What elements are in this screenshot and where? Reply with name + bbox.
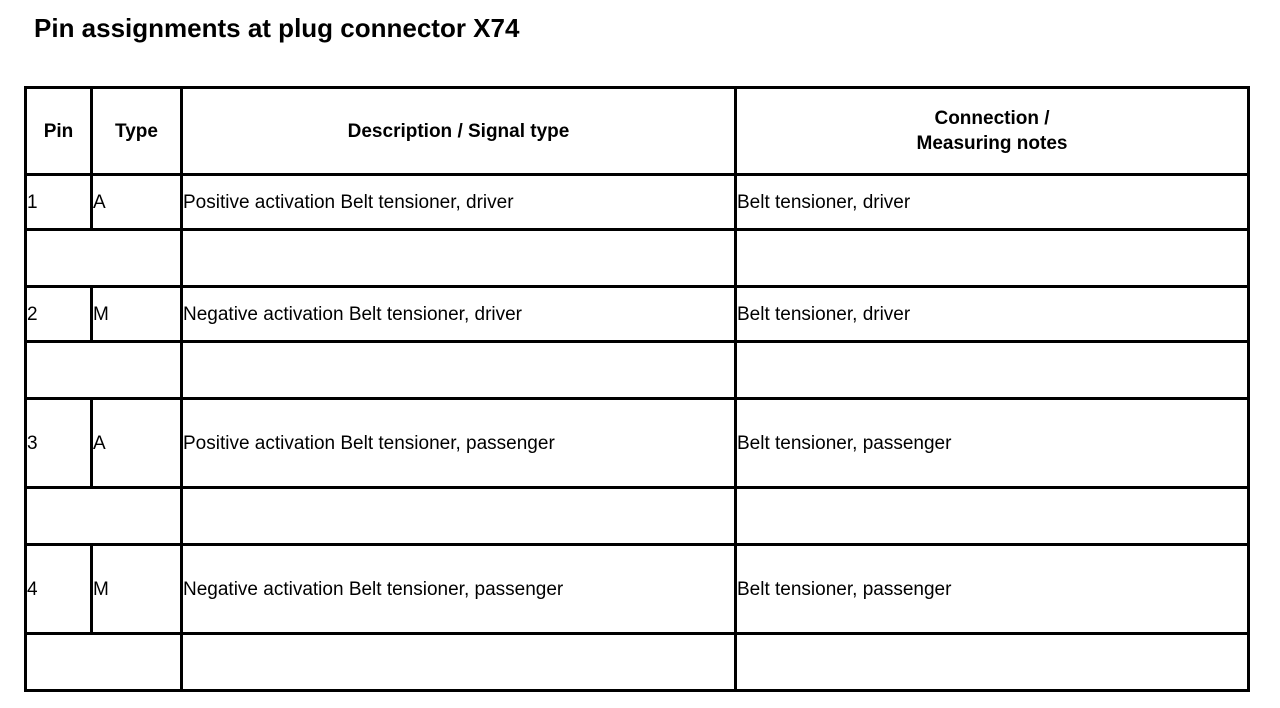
cell-description	[180, 228, 737, 288]
cell-connection: Belt tensioner, driver	[734, 285, 1250, 343]
column-header-description: Description / Signal type	[180, 86, 737, 176]
cell-connection	[734, 632, 1250, 692]
cell-connection: Belt tensioner, passenger	[734, 543, 1250, 635]
cell-description	[180, 340, 737, 400]
table-row-spacer	[24, 228, 1250, 288]
column-header-connection-line2: Measuring notes	[916, 133, 1068, 154]
cell-connection	[734, 340, 1250, 400]
cell-pin-type-merged	[24, 486, 183, 546]
table-row-spacer	[24, 340, 1250, 400]
table-header: Pin Type Description / Signal type Conne…	[24, 86, 1250, 176]
cell-connection	[734, 228, 1250, 288]
cell-description: Positive activation Belt tensioner, pass…	[180, 397, 737, 489]
pin-assignment-table: Pin Type Description / Signal type Conne…	[24, 86, 1250, 692]
cell-description: Positive activation Belt tensioner, driv…	[180, 173, 737, 231]
column-header-connection-line1: Connection /	[934, 108, 1050, 129]
column-header-pin: Pin	[24, 86, 93, 176]
cell-pin: 4	[24, 543, 93, 635]
cell-pin: 3	[24, 397, 93, 489]
column-header-connection: Connection / Measuring notes	[734, 86, 1250, 176]
cell-pin: 1	[24, 173, 93, 231]
cell-type: A	[90, 397, 183, 489]
table-row-spacer	[24, 486, 1250, 546]
page-title: Pin assignments at plug connector X74	[34, 13, 520, 43]
column-header-type: Type	[90, 86, 183, 176]
table-header-row: Pin Type Description / Signal type Conne…	[24, 86, 1250, 176]
cell-pin: 2	[24, 285, 93, 343]
cell-pin-type-merged	[24, 340, 183, 400]
cell-pin-type-merged	[24, 632, 183, 692]
cell-description: Negative activation Belt tensioner, driv…	[180, 285, 737, 343]
cell-type: M	[90, 285, 183, 343]
cell-connection: Belt tensioner, passenger	[734, 397, 1250, 489]
table-row-spacer	[24, 632, 1250, 692]
cell-description	[180, 486, 737, 546]
cell-description: Negative activation Belt tensioner, pass…	[180, 543, 737, 635]
cell-type: M	[90, 543, 183, 635]
cell-type: A	[90, 173, 183, 231]
cell-pin-type-merged	[24, 228, 183, 288]
cell-connection	[734, 486, 1250, 546]
cell-connection: Belt tensioner, driver	[734, 173, 1250, 231]
cell-description	[180, 632, 737, 692]
